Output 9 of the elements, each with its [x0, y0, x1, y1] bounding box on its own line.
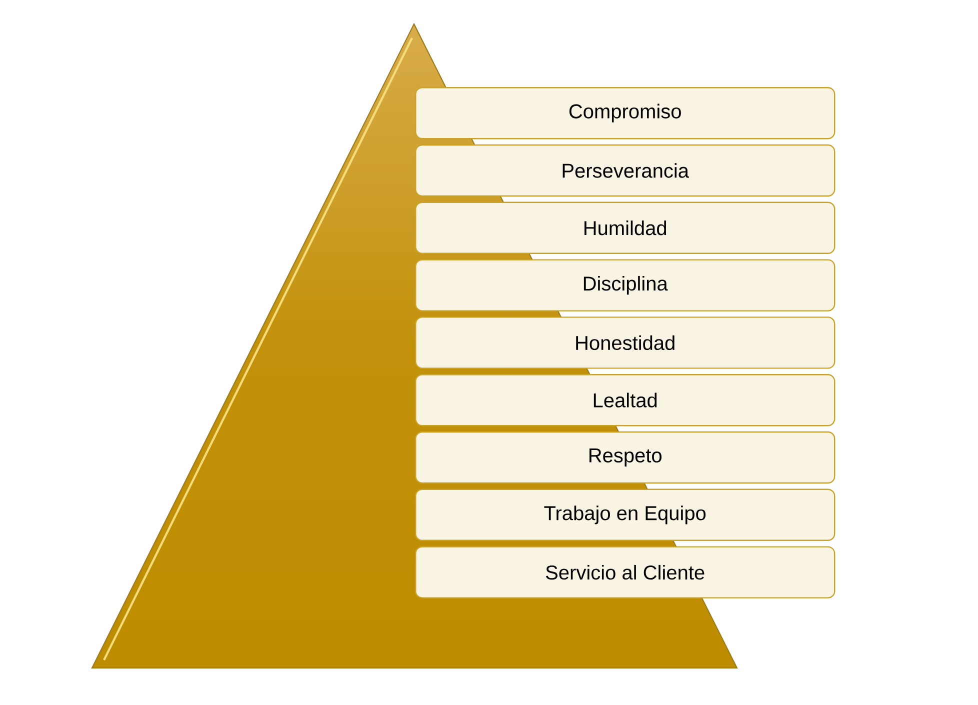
text-box: Compromiso	[415, 87, 836, 140]
text-box: Servicio al Cliente	[415, 546, 836, 598]
text-box: Disciplina	[415, 259, 836, 312]
text-box: Respeto	[415, 431, 836, 484]
text-box: Trabajo en Equipo	[415, 488, 836, 541]
text-box: Perseverancia	[415, 144, 836, 197]
text-box: Honestidad	[415, 316, 836, 369]
text-box: Humildad	[415, 202, 836, 254]
text-box: Lealtad	[415, 374, 836, 426]
